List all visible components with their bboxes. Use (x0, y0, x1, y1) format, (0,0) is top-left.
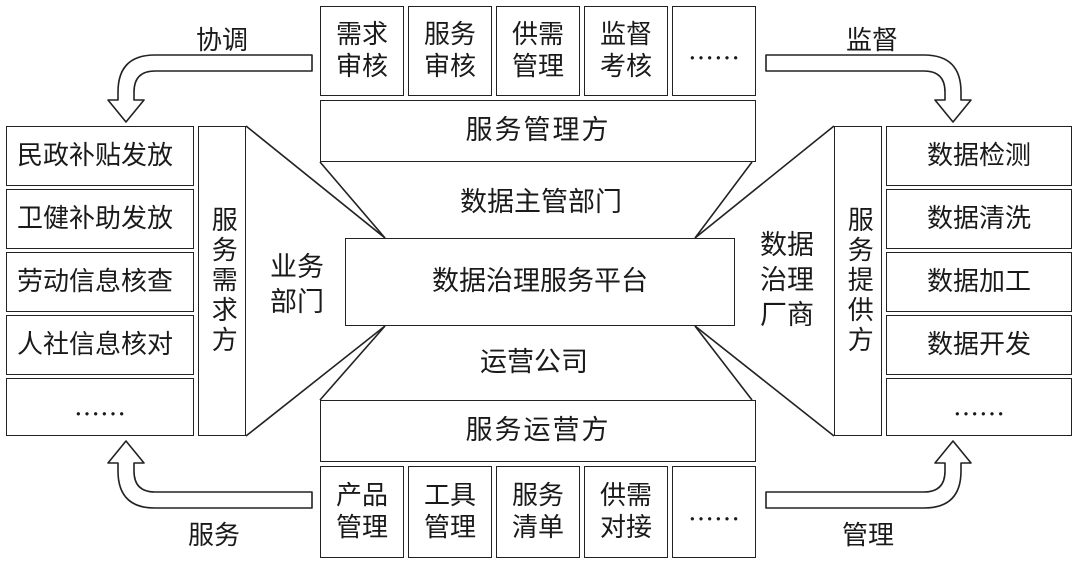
service-manager-box: 服务管理方 (320, 100, 756, 162)
upper-funnel-right-edge (694, 161, 753, 239)
business-dept-label: 业务 部门 (270, 252, 324, 319)
data-authority-label: 数据主管部门 (460, 187, 622, 218)
bottom-box-supply-demand-matching: 供需 对接 (584, 466, 668, 558)
arrow-bottom-right (765, 440, 972, 509)
bottom-box-tool-management: 工具 管理 (408, 466, 492, 558)
vendor-label: 数据 治理 厂商 (760, 230, 814, 332)
operator-company-label: 运营公司 (480, 347, 588, 378)
provider-side-box: 服务提供方 (834, 126, 882, 436)
left-funnel-top-edge (245, 125, 386, 239)
arrow-label-service: 服务 (188, 521, 241, 551)
list-item: 数据加工 (886, 252, 1072, 312)
list-item: 人社信息核对 (6, 315, 194, 375)
top-box-service-review: 服务 审核 (408, 6, 492, 96)
lower-funnel-left-edge (319, 325, 386, 401)
list-item: 卫健补助发放 (6, 189, 194, 249)
bottom-box-ellipsis: …… (672, 466, 756, 558)
top-box-supervision-assessment: 监督 考核 (584, 6, 668, 96)
demand-side-box: 服务需求方 (198, 126, 246, 436)
arrow-top-left (107, 54, 313, 123)
service-operator-box: 服务运营方 (320, 400, 756, 462)
list-item: 数据清洗 (886, 189, 1072, 249)
left-funnel-bottom-edge (245, 325, 386, 437)
bottom-box-product-management: 产品 管理 (320, 466, 404, 558)
arrow-label-coordinate: 协调 (196, 26, 249, 56)
upper-funnel-left-edge (319, 161, 386, 239)
lower-funnel-right-edge (694, 325, 753, 401)
list-item: 劳动信息核查 (6, 252, 194, 312)
right-funnel-top-edge (694, 125, 835, 239)
arrow-label-supervise: 监督 (846, 26, 899, 56)
arrow-label-manage: 管理 (842, 521, 895, 551)
top-box-ellipsis: …… (672, 6, 756, 96)
platform-box: 数据治理服务平台 (345, 238, 735, 326)
right-funnel-bottom-edge (694, 325, 835, 437)
list-item: 民政补贴发放 (6, 126, 194, 186)
list-item: …… (6, 378, 194, 436)
list-item: 数据检测 (886, 126, 1072, 186)
top-box-demand-review: 需求 审核 (320, 6, 404, 96)
top-box-supply-demand-management: 供需 管理 (496, 6, 580, 96)
list-item: 数据开发 (886, 315, 1072, 375)
list-item: …… (886, 378, 1072, 436)
bottom-box-service-list: 服务 清单 (496, 466, 580, 558)
arrow-top-right (765, 54, 972, 123)
arrow-bottom-left (107, 440, 313, 509)
